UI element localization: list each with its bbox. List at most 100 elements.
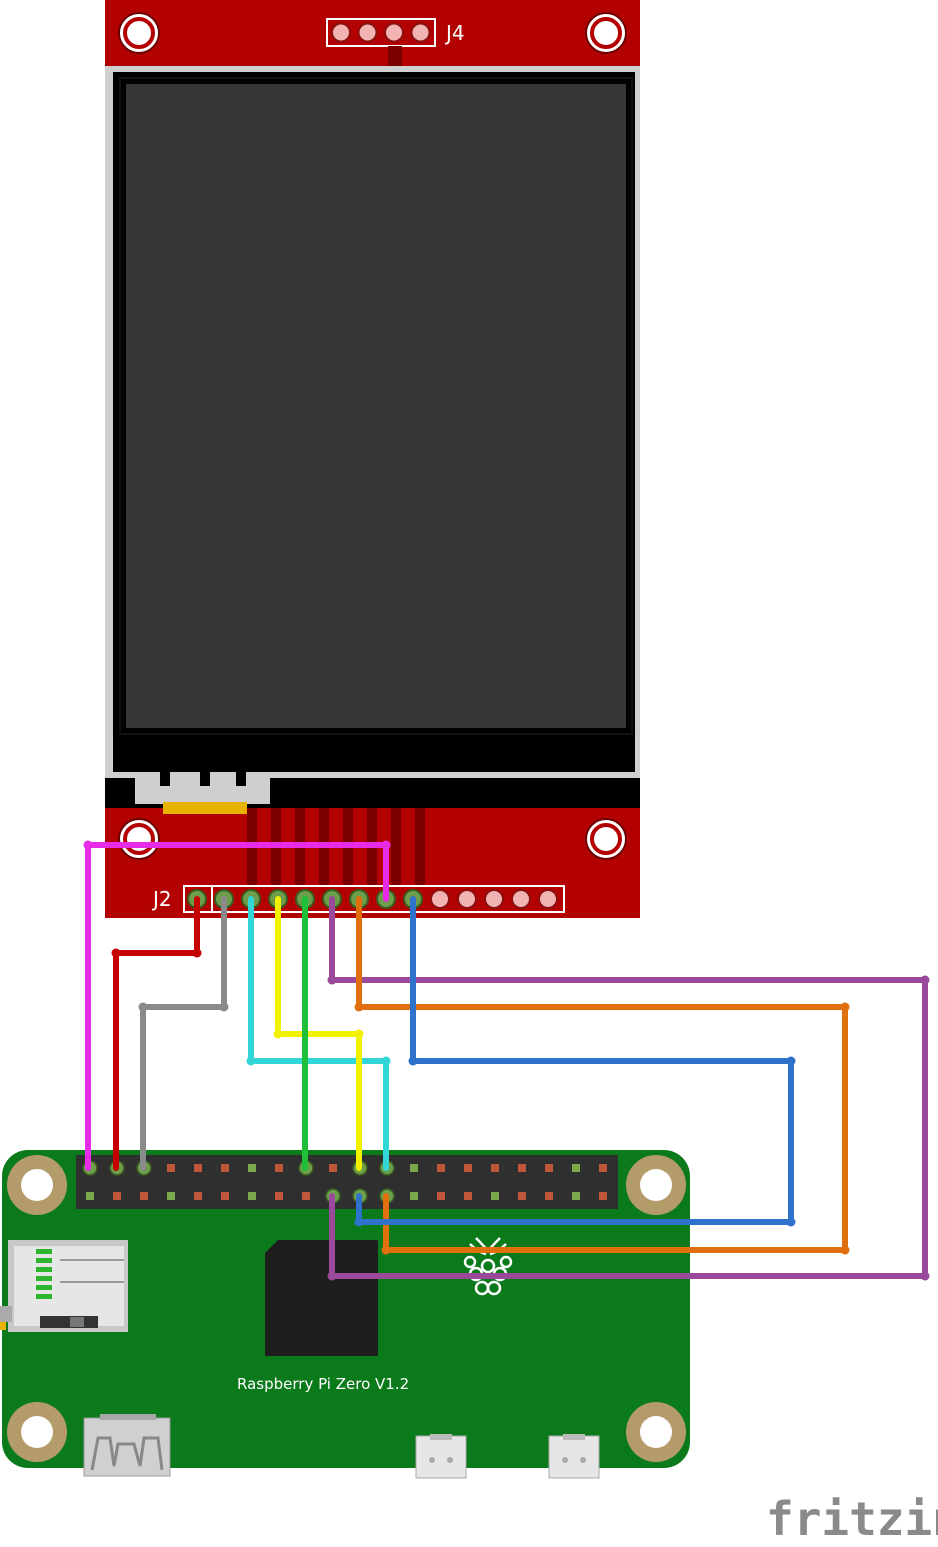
gpio-pin (275, 1164, 283, 1172)
gpio-pin (221, 1192, 229, 1200)
j4-label: J4 (444, 21, 465, 45)
j4-pin (357, 22, 378, 43)
gpio-pin (464, 1192, 472, 1200)
gpio-header (76, 1155, 618, 1209)
raspberry-pi-zero-board: Raspberry Pi Zero V1.2 (0, 1150, 690, 1479)
gpio-pin (518, 1192, 526, 1200)
wire-purple[interactable] (329, 896, 928, 1279)
wire-bendpoint (354, 1029, 364, 1039)
wire-bendpoint (138, 1002, 148, 1012)
gpio-pin (248, 1192, 256, 1200)
j2-pins (187, 889, 558, 909)
gpio-pin (572, 1192, 580, 1200)
j2-pin (538, 889, 558, 909)
mount-hole (123, 823, 155, 855)
gpio-pin (437, 1164, 445, 1172)
gpio-pin (167, 1192, 175, 1200)
gpio-pin (86, 1192, 94, 1200)
j2-label: J2 (151, 887, 172, 911)
wire-bendpoint (786, 1217, 796, 1227)
board-label: Raspberry Pi Zero V1.2 (237, 1375, 409, 1393)
wire-bendpoint (111, 948, 121, 958)
j2-pin (457, 889, 477, 909)
j4-traces (388, 46, 402, 68)
j4-connector (326, 18, 436, 47)
gpio-pin (572, 1164, 580, 1172)
gpio-pin (437, 1192, 445, 1200)
wire-cyan[interactable] (248, 896, 389, 1171)
j4-pins (331, 22, 431, 43)
gpio-pin (410, 1192, 418, 1200)
gpio-pin (491, 1192, 499, 1200)
wire-gray[interactable] (140, 896, 227, 1171)
pi-mount-holes (7, 1155, 686, 1462)
micro-usb-port (415, 1434, 467, 1479)
gpio-pin (545, 1192, 553, 1200)
wire-magenta[interactable] (85, 842, 389, 1171)
gpio-pin (167, 1164, 175, 1172)
wire-yellow[interactable] (275, 896, 362, 1171)
wire-bendpoint (381, 840, 391, 850)
gpio-pin (302, 1192, 310, 1200)
gpio-pin (599, 1192, 607, 1200)
pcb-trace (391, 808, 401, 886)
flex-tab-notch (236, 772, 246, 786)
j2-pin (511, 889, 531, 909)
wire-bendpoint (840, 1245, 850, 1255)
mount-hole (123, 17, 155, 49)
gpio-pin (518, 1164, 526, 1172)
micro-usb-power-port (548, 1434, 600, 1479)
wire-red[interactable] (113, 896, 200, 1171)
pi-mount-hole-center (21, 1169, 53, 1201)
wire-bendpoint (408, 1056, 418, 1066)
j4-pin (331, 22, 351, 43)
soc-chip (265, 1240, 378, 1356)
wire-bendpoint (381, 1245, 391, 1255)
wire-bendpoint (327, 1271, 337, 1281)
fritzing-watermark: fritzing (766, 1492, 938, 1546)
gpio-pin (491, 1164, 499, 1172)
mount-hole (590, 17, 622, 49)
pcb-trace (415, 808, 425, 886)
wire-bendpoint (246, 1056, 256, 1066)
tft-display-module: J4 J2 (105, 0, 640, 918)
gpio-pin (221, 1164, 229, 1172)
flex-gold (163, 802, 247, 814)
gpio-pin (410, 1164, 418, 1172)
wire-bendpoint (840, 1002, 850, 1012)
gpio-pin (113, 1192, 121, 1200)
gpio-pin (248, 1164, 256, 1172)
j4-pin (384, 22, 404, 43)
wire-bendpoint (219, 1002, 229, 1012)
gpio-pin (329, 1164, 337, 1172)
gpio-pin (140, 1192, 148, 1200)
wire-bendpoint (381, 1056, 391, 1066)
wire-bendpoint (83, 840, 93, 850)
gpio-pin (545, 1164, 553, 1172)
wire-bendpoint (327, 975, 337, 985)
j2-connector (183, 885, 565, 913)
gpio-pin (194, 1192, 202, 1200)
pi-mount-hole-center (640, 1169, 672, 1201)
wire-orange[interactable] (356, 896, 848, 1253)
sd-card-slot (0, 1240, 128, 1332)
flex-tab-notch (160, 772, 170, 786)
flex-tab-notch (200, 772, 210, 786)
wire-bendpoint (192, 948, 202, 958)
screen-area (126, 84, 626, 728)
mount-hole (590, 823, 622, 855)
gpio-pin (464, 1164, 472, 1172)
pi-mount-hole-center (640, 1416, 672, 1448)
wire-bendpoint (354, 1217, 364, 1227)
j2-pin (484, 889, 504, 909)
gpio-pin (194, 1164, 202, 1172)
wire-bendpoint (273, 1029, 283, 1039)
wire-bendpoint (920, 1271, 930, 1281)
pi-mount-hole-center (21, 1416, 53, 1448)
gpio-pin (275, 1192, 283, 1200)
j2-pin (430, 889, 450, 909)
screen-border (119, 77, 633, 735)
j4-pin (410, 22, 431, 43)
wire-bendpoint (786, 1056, 796, 1066)
